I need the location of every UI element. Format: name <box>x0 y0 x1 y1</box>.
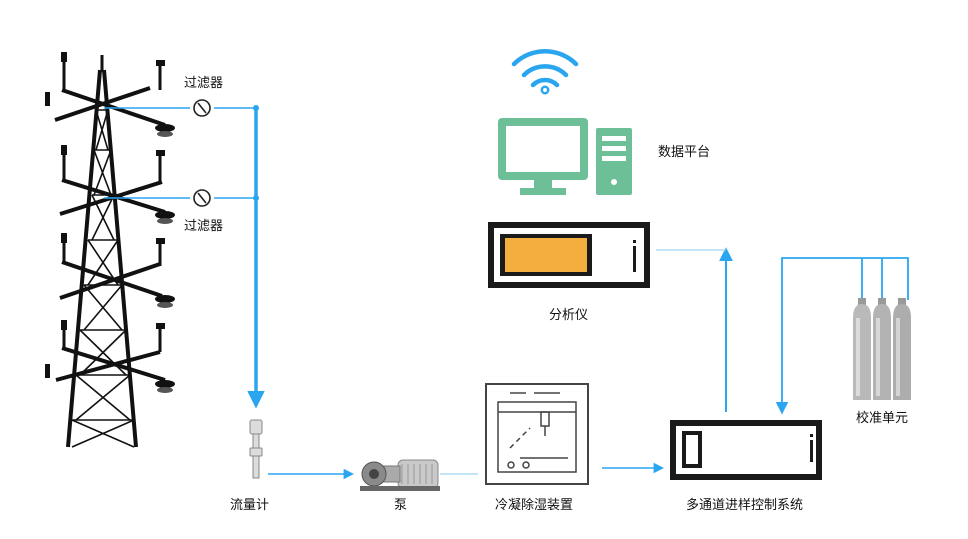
gas-cylinder-icon <box>893 298 911 400</box>
controller-label: 多通道进样控制系统 <box>686 498 804 513</box>
filter-icon <box>193 99 211 117</box>
pc-tower-icon <box>596 128 632 195</box>
filter-label-top: 过滤器 <box>184 76 224 91</box>
gas-cylinder-icon <box>873 298 891 400</box>
flowmeter-label: 流量计 <box>230 498 270 513</box>
monitor-icon <box>498 118 588 195</box>
controller-icon <box>670 420 822 480</box>
pump-icon <box>360 459 440 491</box>
filter-icon <box>193 189 211 207</box>
flow-lines <box>104 107 909 480</box>
pump-label: 泵 <box>394 498 408 513</box>
condenser-label: 冷凝除湿装置 <box>495 498 574 513</box>
analyzer-icon <box>488 222 650 288</box>
filter-label-mid: 过滤器 <box>184 219 224 234</box>
data-platform-label: 数据平台 <box>658 145 711 160</box>
condenser-icon <box>485 383 589 485</box>
calibration-label: 校准单元 <box>856 411 909 426</box>
analyzer-label: 分析仪 <box>549 308 589 323</box>
wifi-icon <box>511 49 579 95</box>
flowmeter-icon <box>249 419 263 479</box>
gas-cylinder-icon <box>853 298 871 400</box>
tower-icon <box>45 52 175 448</box>
